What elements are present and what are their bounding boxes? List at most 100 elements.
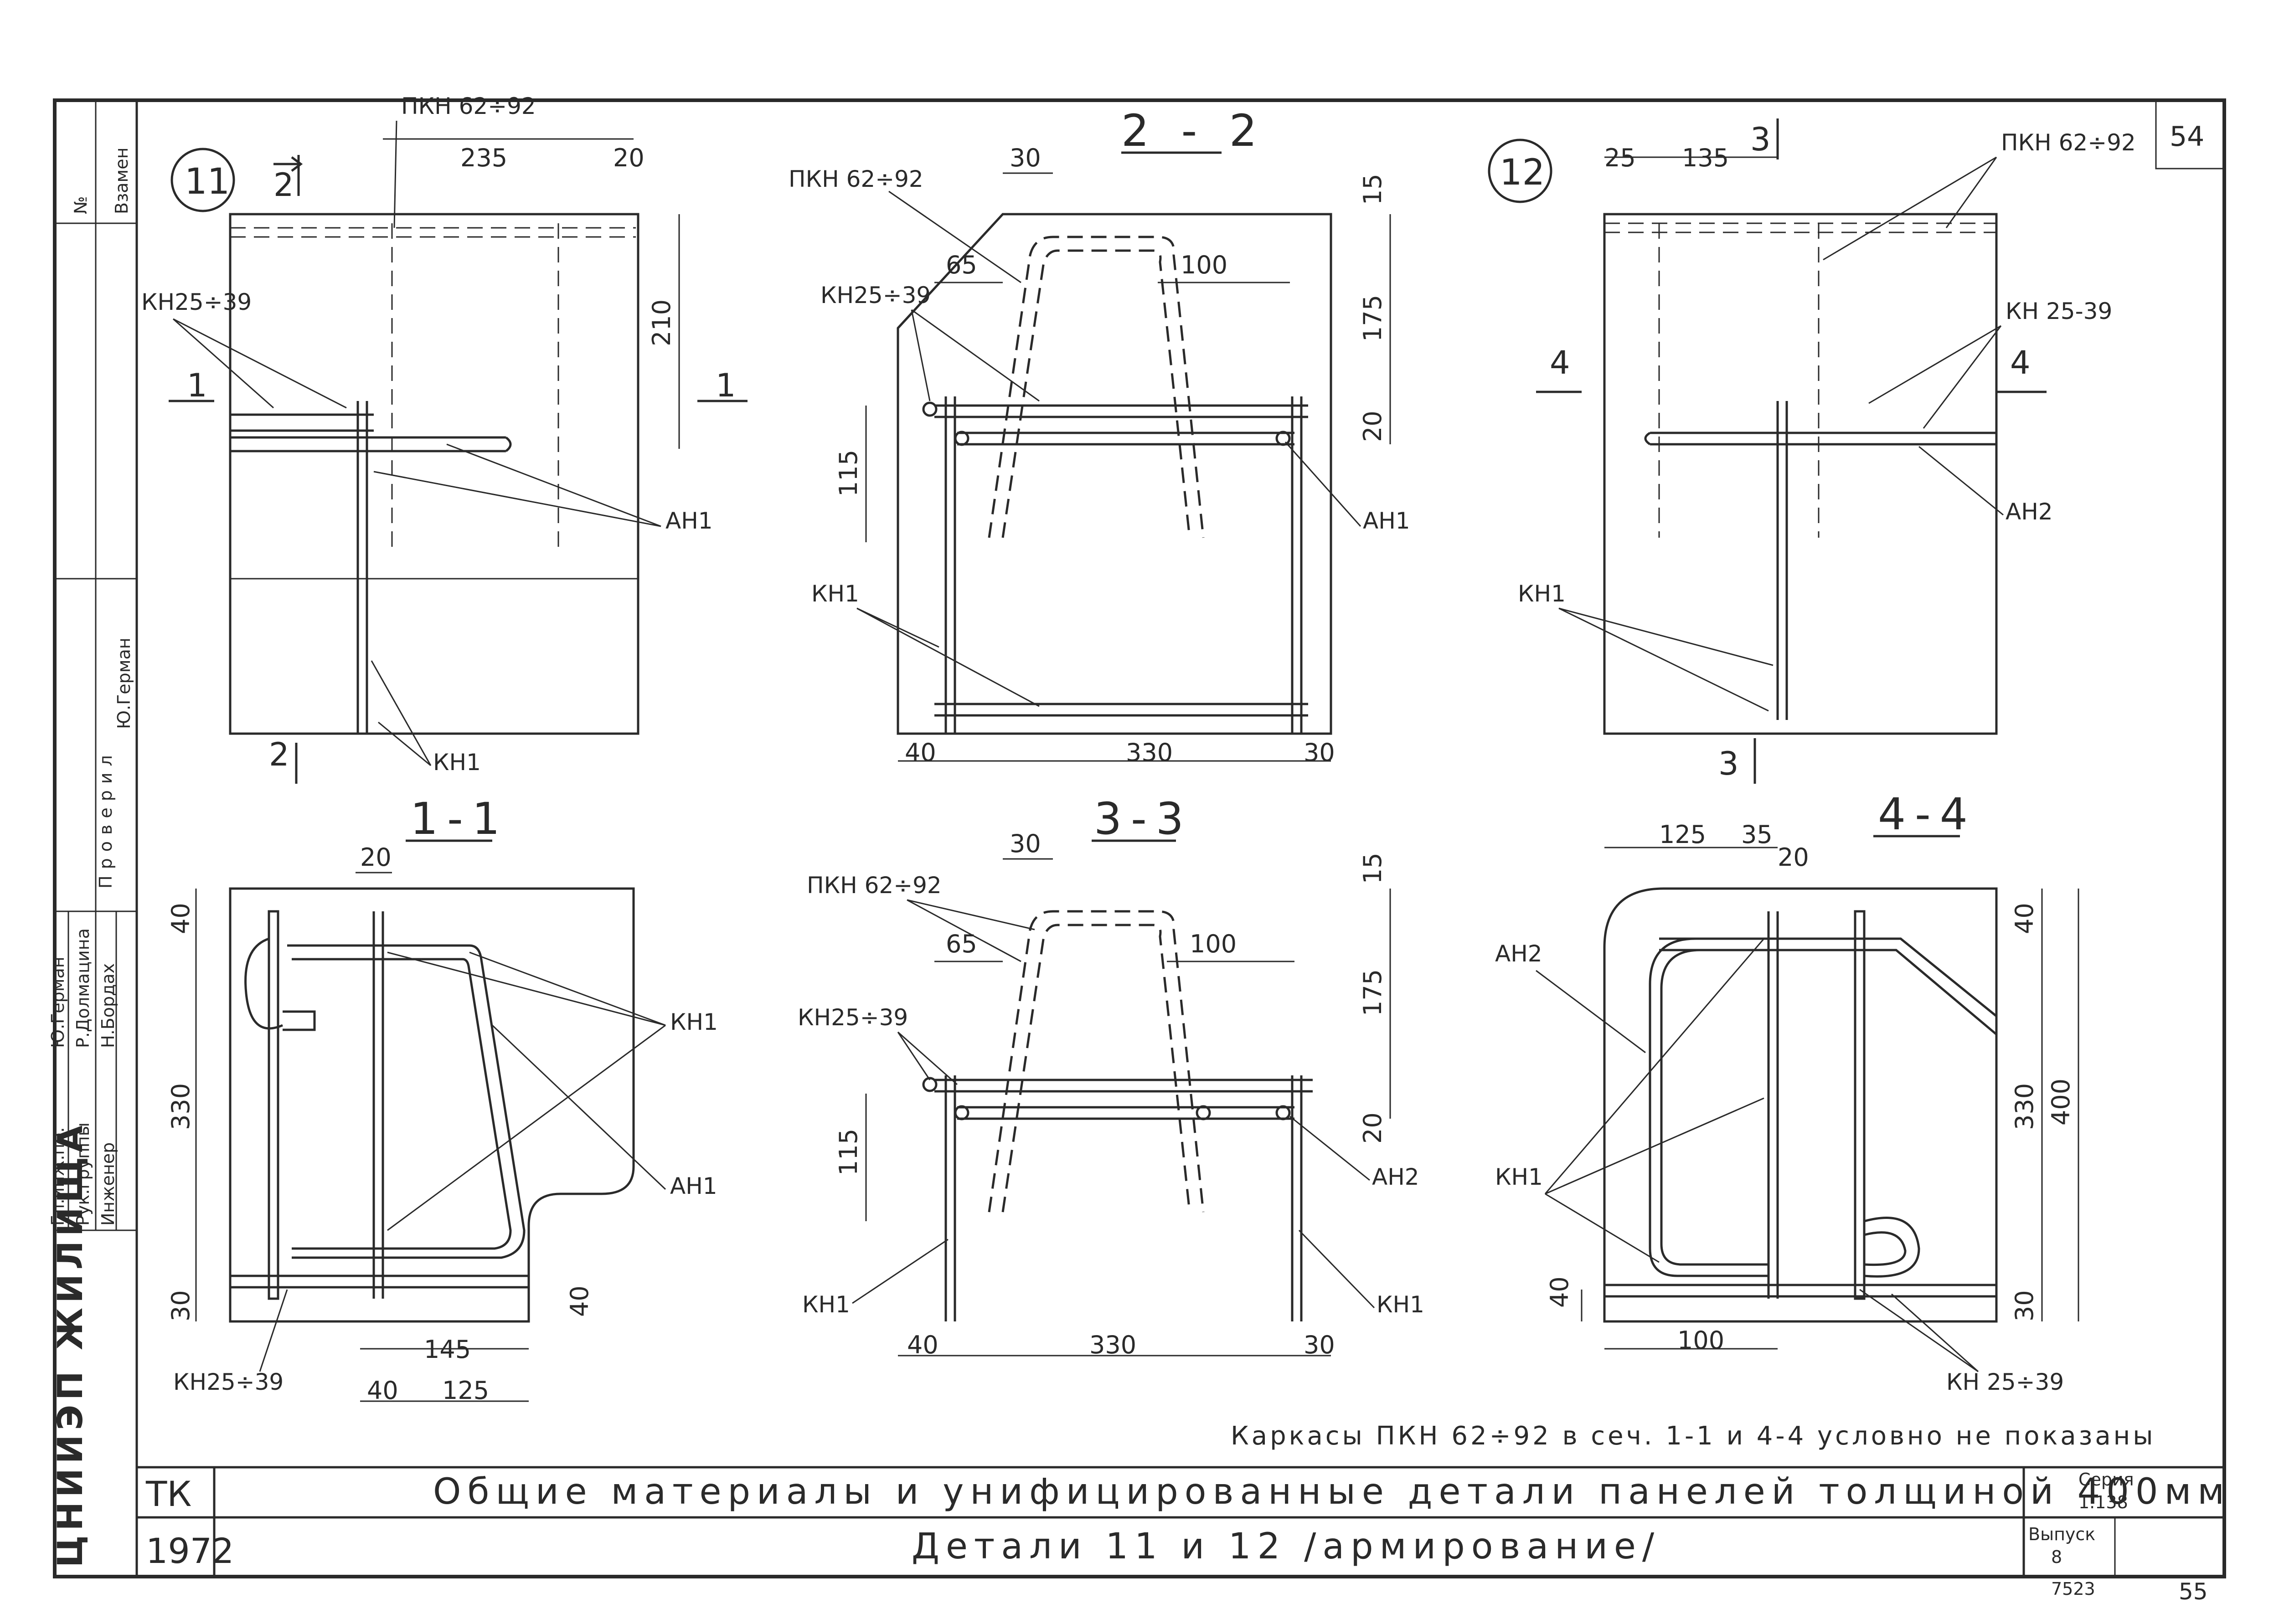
label-pkn-n12: ПКН 62÷92 <box>2001 129 2136 156</box>
dim-400-44: 400 <box>2047 1079 2075 1125</box>
label-kn25-33: КН25÷39 <box>798 1004 908 1031</box>
dim-40-33: 40 <box>907 1331 938 1359</box>
dim-40-22: 40 <box>905 738 936 767</box>
dim-330-22: 330 <box>1126 738 1173 767</box>
stamp-col-instead: Взамен <box>112 148 132 214</box>
dim-25-n12: 25 <box>1604 144 1636 172</box>
dim-30-33: 30 <box>1010 829 1041 858</box>
section-4-4: 4-4 125 35 20 АН2 КН1 40 100 40 330 30 4… <box>1495 789 2079 1395</box>
dim-40-11b: 40 <box>565 1285 594 1317</box>
label-kn25-n12: КН 25-39 <box>2006 298 2112 324</box>
label-kn1-33b: КН1 <box>1377 1291 1424 1318</box>
title-line-2: Детали 11 и 12 /армирование/ <box>912 1526 1660 1567</box>
section-1-1: 1-1 40 330 30 20 КН1 АН1 40 КН25÷39 145 … <box>166 793 718 1405</box>
sheet-number-box <box>2155 99 2225 170</box>
cut-3-bottom: 3 <box>1718 745 1739 782</box>
label-pkn-33: ПКН 62÷92 <box>807 872 942 899</box>
series-value: 1.138 <box>2078 1492 2128 1512</box>
label-pkn-n11: ПКН 62÷92 <box>401 93 536 119</box>
dim-20-22: 20 <box>1358 411 1387 442</box>
dim-20-a: 20 <box>613 144 645 172</box>
dim-210: 210 <box>647 299 676 346</box>
stamp-name-dolmatsina: Р.Долмацина <box>73 928 93 1048</box>
dim-15-33: 15 <box>1358 853 1387 884</box>
stamp-role-check: Проверил <box>96 749 116 889</box>
node-12-marker <box>1488 139 1552 203</box>
dim-40-44b: 40 <box>2010 903 2039 934</box>
section-3-3-title: 3-3 <box>1094 793 1193 844</box>
dim-330-11: 330 <box>166 1083 195 1130</box>
dim-30-22: 30 <box>1010 144 1041 172</box>
label-kn1-22: КН1 <box>811 581 859 607</box>
issue-label: Выпуск <box>2028 1524 2095 1544</box>
section-4-4-title: 4-4 <box>1878 789 1977 840</box>
label-an2-n12: АН2 <box>2006 499 2053 525</box>
dim-135-n12: 135 <box>1682 144 1729 172</box>
dim-40-11a: 40 <box>166 903 195 934</box>
stamp-org: ЦНИИЭП ЖИЛИЩА <box>50 1121 90 1567</box>
section-1-1-title: 1-1 <box>410 793 509 844</box>
cut-3-top: 3 <box>1750 121 1771 158</box>
dim-175-33: 175 <box>1358 969 1387 1016</box>
node-11-plan: 11 2 235 20 210 ПКН 62÷92 КН25÷39 1 1 АН… <box>141 93 748 784</box>
label-kn1-11: КН1 <box>670 1009 718 1035</box>
label-an1-11: АН1 <box>670 1173 717 1199</box>
issue-value: 8 <box>2051 1547 2062 1567</box>
dim-235: 235 <box>460 144 507 172</box>
dim-30-22b: 30 <box>1304 738 1335 767</box>
dim-175-22: 175 <box>1358 295 1387 342</box>
cut-2-top: 2 <box>273 166 294 204</box>
dim-30-44: 30 <box>2010 1290 2039 1321</box>
dim-30-33b: 30 <box>1304 1331 1335 1359</box>
series-code: ТК <box>145 1474 191 1514</box>
dim-330-33: 330 <box>1089 1331 1136 1359</box>
dim-20-33: 20 <box>1358 1112 1387 1144</box>
label-kn25-22: КН25÷39 <box>820 282 931 308</box>
dim-125-11: 125 <box>442 1376 489 1405</box>
dim-40-11c: 40 <box>367 1376 398 1405</box>
title-line-1: Общие материалы и унифицированные детали… <box>433 1471 2231 1512</box>
cut-1-left: 1 <box>187 367 207 404</box>
dim-145-11: 145 <box>424 1335 471 1364</box>
cut-1-right: 1 <box>716 367 736 404</box>
label-kn1-n11: КН1 <box>433 749 481 776</box>
label-kn25-n11: КН25÷39 <box>141 289 252 315</box>
label-kn1-n12: КН1 <box>1518 581 1566 607</box>
dim-35-44: 35 <box>1741 820 1773 849</box>
label-kn25-44: КН 25÷39 <box>1946 1369 2064 1395</box>
stamp-name-german-top: Ю.Герман <box>114 637 134 729</box>
node-11-marker <box>170 148 235 212</box>
cut-4-right: 4 <box>2010 344 2031 381</box>
cut-4-left: 4 <box>1550 344 1570 381</box>
label-an2-33: АН2 <box>1372 1164 1419 1190</box>
section-3-3: 3-3 30 ПКН 62÷92 65 100 КН25÷39 15 175 2… <box>798 793 1424 1359</box>
label-an1-22: АН1 <box>1363 508 1410 534</box>
section-2-2: 2 - 2 30 ПКН 62÷92 65 100 КН25÷39 15 175… <box>789 105 1410 767</box>
dim-100-33: 100 <box>1190 930 1237 958</box>
dim-65-22: 65 <box>946 251 977 279</box>
stamp-role-group: Рук.группы <box>73 1122 93 1226</box>
dim-100-44: 100 <box>1677 1326 1724 1355</box>
stamp-name-german: Ю.Герман <box>48 956 68 1048</box>
dim-115-33: 115 <box>834 1129 863 1176</box>
dim-115-22: 115 <box>834 450 863 497</box>
sheet-number-bottom: 55 <box>2179 1578 2208 1605</box>
sheet-border <box>53 98 2226 1578</box>
label-kn1-44: КН1 <box>1495 1164 1543 1190</box>
stamp-col-no: № <box>71 196 91 214</box>
dim-15-22: 15 <box>1358 174 1387 205</box>
cut-2-bottom: 2 <box>269 736 289 773</box>
note-text: Каркасы ПКН 62÷92 в сеч. 1-1 и 4-4 услов… <box>1231 1421 2156 1451</box>
label-an2-44: АН2 <box>1495 940 1542 967</box>
title-block: ТК 1972 Общие материалы и унифицированны… <box>137 1466 2231 1605</box>
section-2-2-title: 2 - 2 <box>1121 105 1266 156</box>
dim-330-44: 330 <box>2010 1083 2039 1130</box>
archive-number: 7523 <box>2051 1579 2095 1599</box>
dim-40-44: 40 <box>1545 1276 1574 1308</box>
dim-65-33: 65 <box>946 930 977 958</box>
stamp-role-engineer: Инженер <box>98 1142 118 1226</box>
side-stamp: № Взамен Проверил Ю.Герман Гл.инж.пр. Ру… <box>48 100 137 1567</box>
label-kn1-33a: КН1 <box>802 1291 850 1318</box>
stamp-role-chief: Гл.инж.пр. <box>48 1127 68 1226</box>
